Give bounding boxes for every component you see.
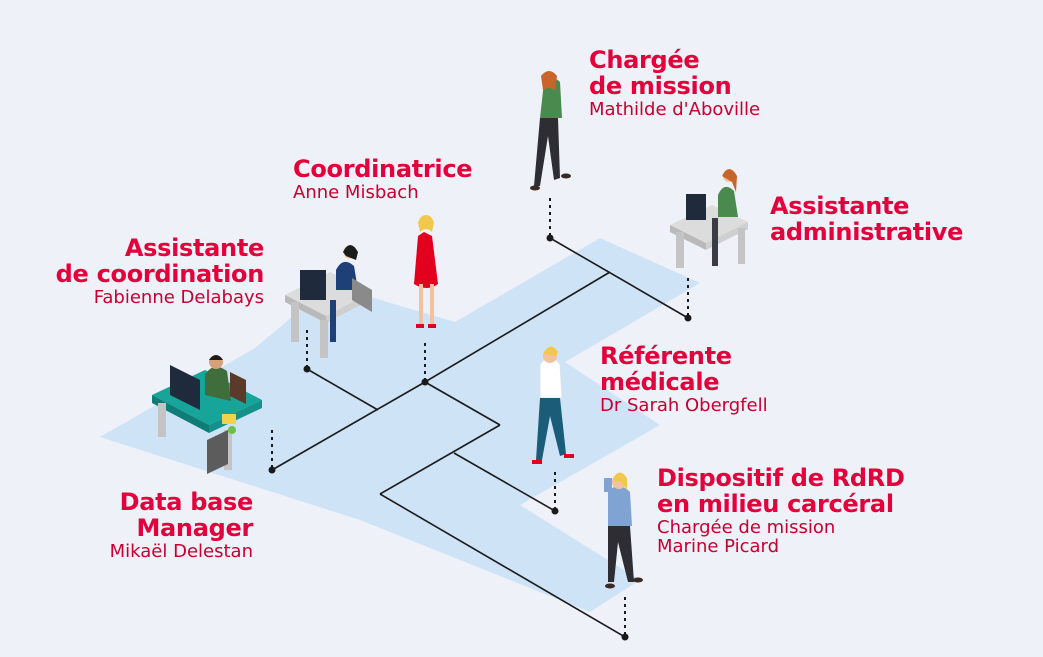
role-title: Data base	[119, 488, 254, 516]
role-title: de mission	[589, 71, 732, 100]
person-name: Fabienne Delabays	[93, 286, 264, 308]
role-label-charge-mission: Chargée de mission Mathilde d'Aboville	[589, 46, 761, 120]
woman-walking-icon	[532, 346, 574, 464]
role-label-coordinatrice: Coordinatrice Anne Misbach	[293, 155, 473, 203]
person-name: Marine Picard	[657, 536, 780, 558]
connection-lines	[271, 237, 689, 638]
role-title: Assistante	[124, 234, 264, 262]
role-title: médicale	[600, 367, 720, 396]
person-name: Mikaël Delestan	[109, 540, 253, 562]
role-label-dispositif: Dispositif de RdRD en milieu carcéral Ch…	[657, 464, 905, 558]
man-at-desk-icon	[152, 355, 262, 474]
role-title: Dispositif de RdRD	[657, 464, 905, 492]
role-title: Référente	[600, 342, 732, 370]
role-label-assistante-coordination: Assistante de coordination Fabienne Dela…	[55, 234, 265, 308]
woman-standing-red-dress-icon	[414, 215, 438, 328]
role-title: Manager	[136, 513, 253, 542]
role-title: de coordination	[55, 259, 265, 288]
role-title: en milieu carcéral	[657, 489, 894, 518]
role-label-referente: Référente médicale Dr Sarah Obergfell	[600, 342, 768, 416]
role-title: Coordinatrice	[293, 155, 473, 183]
person-name: Dr Sarah Obergfell	[600, 394, 768, 416]
connection-nodes	[268, 234, 692, 641]
woman-at-desk-icon	[670, 169, 748, 268]
woman-at-desk-icon	[285, 245, 372, 358]
person-name: Mathilde d'Aboville	[589, 98, 761, 120]
role-title: Assistante	[770, 192, 910, 220]
role-label-database: Data base Manager Mikaël Delestan	[109, 488, 254, 562]
role-label-assistante-admin: Assistante administrative	[770, 192, 964, 246]
person-role: Chargée de mission	[657, 516, 836, 538]
role-title: Chargée	[589, 46, 700, 74]
person-name: Anne Misbach	[293, 181, 419, 203]
woman-walking-icon	[530, 71, 571, 191]
woman-on-phone-icon	[604, 472, 643, 589]
role-title: administrative	[770, 217, 964, 246]
floor-plane	[100, 238, 700, 612]
